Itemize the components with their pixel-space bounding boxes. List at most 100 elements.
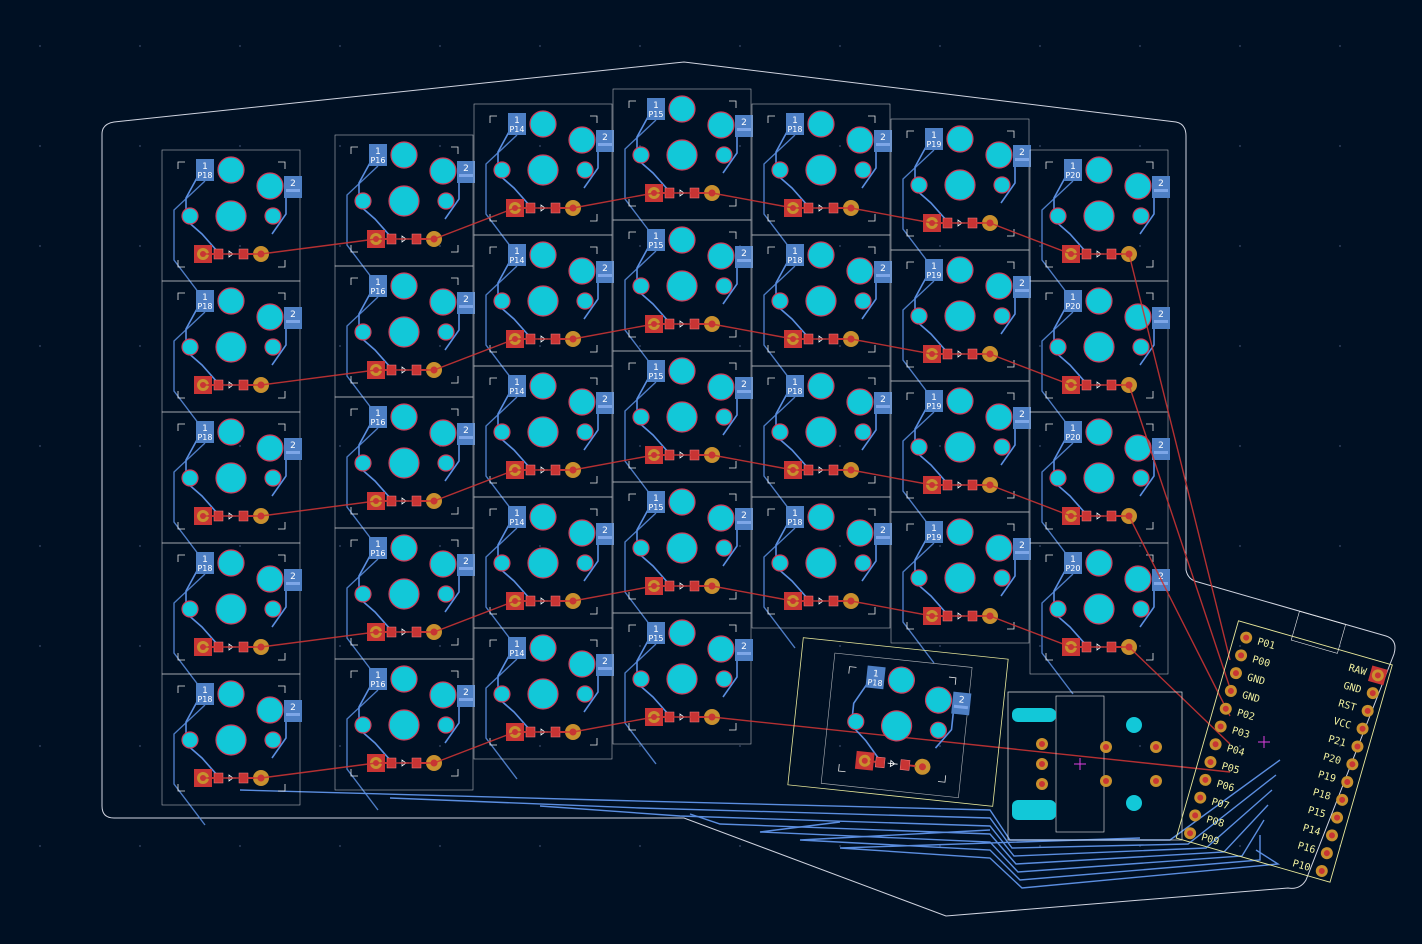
pad-1 — [508, 506, 526, 528]
pad-1-net: P14 — [509, 387, 524, 396]
grid-dot — [39, 345, 41, 347]
mcu-pin — [1202, 776, 1209, 783]
pad-2-net — [286, 713, 300, 716]
grid-dot — [139, 645, 141, 647]
pad-2-net — [737, 390, 751, 393]
corner-bracket — [628, 362, 636, 370]
grid-dot — [539, 845, 541, 847]
pad-2-number: 2 — [602, 657, 608, 667]
switch-hole — [805, 416, 837, 448]
grid-dot — [239, 545, 241, 547]
pad-1-number: 1 — [792, 378, 798, 388]
grid-dot — [1039, 545, 1041, 547]
pad-1-number: 1 — [653, 101, 659, 111]
pad-2-number: 2 — [290, 441, 296, 451]
pad-1-net: P16 — [370, 549, 385, 558]
key-footprint-outline — [820, 652, 973, 799]
column-trace — [1041, 442, 1074, 564]
switch-hole — [668, 488, 696, 516]
pad-1 — [196, 683, 214, 705]
origin-cross — [1258, 736, 1270, 748]
pad-2-number: 2 — [463, 426, 469, 436]
row-trace — [203, 454, 1231, 717]
key-footprint-outline — [161, 673, 301, 806]
corner-bracket — [177, 292, 185, 300]
corner-bracket — [489, 115, 497, 123]
grid-dot — [1339, 245, 1341, 247]
mcu-pin — [1187, 830, 1194, 837]
switch-hole — [854, 554, 872, 572]
corner-bracket — [177, 522, 185, 530]
key-footprint-outline — [612, 612, 752, 745]
pad-2 — [457, 292, 475, 314]
switch-hole — [217, 418, 245, 446]
reset-outline — [1055, 695, 1105, 833]
corner-bracket — [451, 507, 459, 515]
grid-dot — [439, 145, 441, 147]
pad-2-number: 2 — [463, 688, 469, 698]
grid-dot — [639, 245, 641, 247]
switch-hole — [264, 731, 282, 749]
pad-2-number: 2 — [290, 310, 296, 320]
pad-1-number: 1 — [514, 378, 520, 388]
pad-1-number: 1 — [202, 686, 208, 696]
pad-2-net — [953, 704, 969, 710]
mcu-pin-label: P19 — [1317, 769, 1337, 785]
switch-hole — [354, 192, 372, 210]
switch-hole — [946, 518, 974, 546]
switch-hole — [887, 666, 915, 694]
pad-1-net: P19 — [926, 271, 941, 280]
switch-hole — [715, 539, 733, 557]
pad-1 — [925, 521, 943, 543]
reset-pin — [1153, 778, 1159, 784]
switch-hole — [354, 716, 372, 734]
switch-hole — [1124, 303, 1152, 331]
switch-hole — [576, 161, 594, 179]
pad-1-net: P16 — [370, 156, 385, 165]
grid-dot — [939, 445, 941, 447]
mcu-pin — [1354, 743, 1361, 750]
column-trace — [902, 149, 935, 271]
switch-hole — [181, 338, 199, 356]
corner-bracket — [767, 476, 775, 484]
pad-2-number: 2 — [602, 133, 608, 143]
corner-bracket — [590, 377, 598, 385]
pad-2-number: 2 — [741, 380, 747, 390]
mcu-pin-label: P08 — [1205, 814, 1225, 830]
switch-hole — [632, 277, 650, 295]
pad-2 — [457, 554, 475, 576]
pad-2-number: 2 — [1158, 310, 1164, 320]
switch-hole — [529, 503, 557, 531]
pad-1-net: P18 — [787, 518, 802, 527]
switch-hole — [1083, 462, 1115, 494]
corner-bracket — [937, 775, 947, 783]
corner-bracket — [1045, 161, 1053, 169]
corner-bracket — [350, 507, 358, 515]
grid-dot — [939, 645, 941, 647]
pad-1 — [865, 665, 886, 690]
grid-dot — [39, 145, 41, 147]
switch-hole — [668, 226, 696, 254]
corner-bracket — [906, 130, 914, 138]
pad-1-number: 1 — [202, 555, 208, 565]
pad-2-net — [876, 274, 890, 277]
mcu-pin-label: P01 — [1256, 637, 1276, 653]
grid-dot — [1339, 45, 1341, 47]
pad-1-number: 1 — [202, 162, 208, 172]
switch-hole — [944, 431, 976, 463]
corner-bracket — [1146, 522, 1154, 530]
grid-dot — [539, 545, 541, 547]
column-trace — [485, 527, 518, 649]
pad-2-number: 2 — [880, 264, 886, 274]
column-trace — [763, 265, 796, 387]
pad-1-net: P18 — [787, 125, 802, 134]
column-trace — [624, 643, 657, 765]
reset-pin — [1103, 778, 1109, 784]
pad-2-net — [1015, 420, 1029, 423]
pad-1-net: P20 — [1065, 564, 1080, 573]
corner-bracket — [767, 214, 775, 222]
